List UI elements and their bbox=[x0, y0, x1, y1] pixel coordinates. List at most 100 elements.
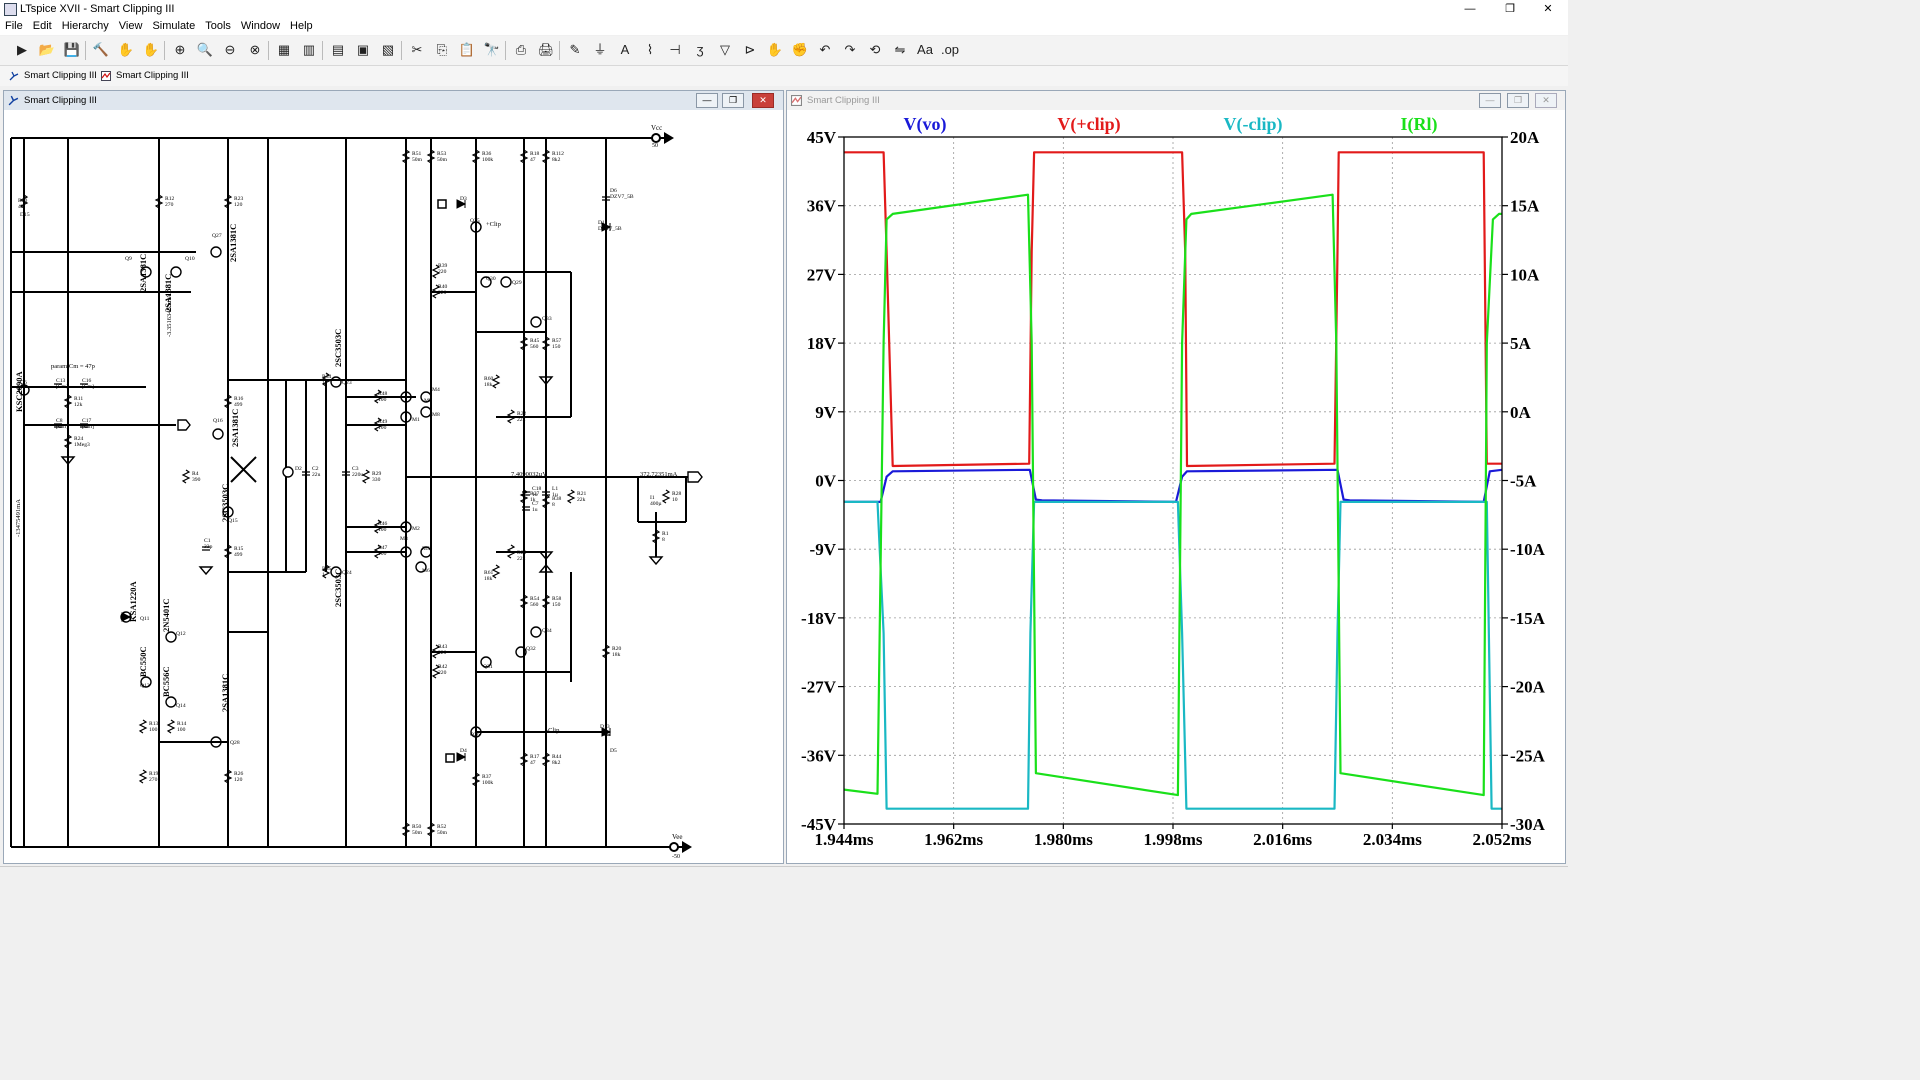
resistor-symbol bbox=[519, 149, 529, 164]
menu-edit[interactable]: Edit bbox=[32, 20, 52, 32]
menu-hierarchy[interactable]: Hierarchy bbox=[61, 20, 109, 32]
waveform-close-button[interactable]: ✕ bbox=[1535, 93, 1557, 108]
resistor-symbol bbox=[661, 489, 671, 504]
part-q15: Q15 bbox=[228, 518, 238, 524]
zoom-area-icon[interactable]: 🔍 bbox=[196, 42, 214, 57]
part-value: 150 bbox=[552, 344, 561, 350]
transistor-symbol bbox=[330, 376, 342, 388]
part-ref: L1 bbox=[552, 486, 558, 492]
inductor-icon[interactable]: ʒ bbox=[696, 42, 704, 57]
tab-schematic[interactable]: Smart Clipping III bbox=[6, 68, 114, 84]
paste-icon[interactable]: 📋 bbox=[458, 42, 476, 57]
waveform-minimize-button[interactable]: — bbox=[1479, 93, 1501, 108]
part-value: 47 bbox=[530, 760, 536, 766]
part-m8: M8 bbox=[432, 412, 440, 418]
part-q24: Q24 bbox=[342, 570, 352, 576]
waveform-restore-button[interactable]: ❐ bbox=[1507, 93, 1529, 108]
ground-icon[interactable]: ⏚ bbox=[593, 42, 607, 57]
menu-help[interactable]: Help bbox=[290, 20, 313, 32]
menu-view[interactable]: View bbox=[118, 20, 143, 32]
part-ref: M6 bbox=[422, 568, 430, 574]
zoom-fit-icon[interactable]: ⊗ bbox=[249, 42, 261, 57]
schematic-minimize-button[interactable]: — bbox=[696, 93, 718, 108]
schematic-close-button[interactable]: ✕ bbox=[752, 93, 774, 108]
run-icon[interactable]: ▶ bbox=[17, 42, 27, 57]
transistor-symbol bbox=[415, 561, 427, 573]
autorange-icon[interactable]: ▦ bbox=[277, 42, 291, 57]
part-value: 4k bbox=[18, 204, 24, 210]
part-ref: C18 bbox=[532, 486, 542, 492]
menu-window[interactable]: Window bbox=[240, 20, 281, 32]
halt-icon[interactable]: ✋ bbox=[117, 42, 135, 57]
transistor-symbol bbox=[400, 546, 412, 558]
drag-icon[interactable]: ✊ bbox=[791, 42, 809, 57]
zoom-out-icon[interactable]: ⊖ bbox=[224, 42, 236, 57]
schematic-canvas[interactable]: Vcc50Vee-502SA1381C2SA1381C2SA1381C2SA13… bbox=[6, 112, 778, 860]
resistor-symbol bbox=[431, 264, 441, 279]
print-icon[interactable]: 🖨 bbox=[537, 42, 555, 57]
tile-vertical-icon[interactable]: ▧ bbox=[381, 42, 395, 57]
pan-icon[interactable]: ✋ bbox=[142, 42, 160, 57]
ltspice-app-icon bbox=[4, 3, 17, 16]
part-ref: Q34 bbox=[542, 628, 552, 634]
close-button[interactable]: ✕ bbox=[1543, 3, 1553, 15]
component-icon[interactable]: ⊳ bbox=[744, 42, 756, 57]
tile-horizontal-icon[interactable]: ▤ bbox=[331, 42, 345, 57]
part-value: 33p bbox=[204, 544, 213, 550]
draw-wire-icon[interactable]: ✎ bbox=[569, 42, 581, 57]
move-icon[interactable]: ✋ bbox=[766, 42, 784, 57]
transistor-symbol bbox=[330, 566, 342, 578]
transistor-symbol bbox=[500, 276, 512, 288]
transistor-part-label: 2N5401C bbox=[161, 598, 171, 632]
redo-icon[interactable]: ↷ bbox=[844, 42, 856, 57]
capacitor-icon[interactable]: ⊣ bbox=[669, 42, 681, 57]
waveform-icon bbox=[101, 71, 111, 81]
rotate-icon[interactable]: ⟲ bbox=[869, 42, 881, 57]
part-ref: Q23 bbox=[342, 380, 352, 386]
zoom-in-icon[interactable]: ⊕ bbox=[174, 42, 186, 57]
part-ref: Q9 bbox=[125, 256, 132, 262]
title-bar: LTspice XVII - Smart Clipping III — ❐ ✕ bbox=[0, 0, 1568, 18]
text-icon[interactable]: Aa bbox=[917, 42, 933, 57]
open-icon[interactable]: 📂 bbox=[38, 42, 56, 57]
trace-irl bbox=[843, 193, 1502, 797]
part-ref: C1 bbox=[204, 538, 211, 544]
tab-waveform[interactable]: Smart Clipping III bbox=[98, 68, 206, 84]
find-icon[interactable]: 🔭 bbox=[483, 42, 501, 57]
part-ref: R60 bbox=[484, 376, 494, 382]
copy-icon[interactable]: ⎘ bbox=[436, 42, 448, 57]
menu-simulate[interactable]: Simulate bbox=[152, 20, 196, 32]
ground-icon bbox=[538, 376, 554, 386]
label-net-icon[interactable]: A bbox=[620, 42, 630, 57]
resistor-symbol bbox=[401, 149, 411, 164]
minimize-button[interactable]: — bbox=[1464, 3, 1476, 15]
schematic-restore-button[interactable]: ❐ bbox=[722, 93, 744, 108]
diode-icon[interactable]: ▽ bbox=[720, 42, 730, 57]
print-setup-icon[interactable]: ⎙ bbox=[515, 42, 527, 57]
part-value: 120 bbox=[234, 777, 243, 783]
part-ref: Q28 bbox=[230, 740, 240, 746]
control-panel-icon[interactable]: 🔨 bbox=[92, 42, 110, 57]
resistor-icon[interactable]: ⌇ bbox=[646, 42, 654, 57]
delete-trace-icon[interactable]: ▥ bbox=[302, 42, 316, 57]
resistor-symbol bbox=[519, 752, 529, 767]
mirror-icon[interactable]: ⇋ bbox=[894, 42, 906, 57]
diode-symbol bbox=[121, 612, 132, 622]
cascade-icon[interactable]: ▣ bbox=[356, 42, 370, 57]
restore-button[interactable]: ❐ bbox=[1505, 3, 1515, 15]
save-icon[interactable]: 💾 bbox=[63, 42, 81, 57]
cut-icon[interactable]: ✂ bbox=[411, 42, 423, 57]
undo-icon[interactable]: ↶ bbox=[819, 42, 831, 57]
part-value: 270 bbox=[165, 202, 174, 208]
menu-file[interactable]: File bbox=[5, 20, 23, 32]
spice-directive-icon[interactable]: .op bbox=[940, 42, 960, 57]
waveform-window-titlebar: Smart Clipping III — ❐ ✕ bbox=[787, 91, 1565, 110]
part-value: 100 bbox=[378, 397, 387, 403]
menu-tools[interactable]: Tools bbox=[205, 20, 231, 32]
part-ref: D3 bbox=[460, 196, 467, 202]
waveform-plot[interactable]: 45V36V27V18V9V0V-9V-18V-27V-36V-45V20A15… bbox=[787, 111, 1563, 861]
